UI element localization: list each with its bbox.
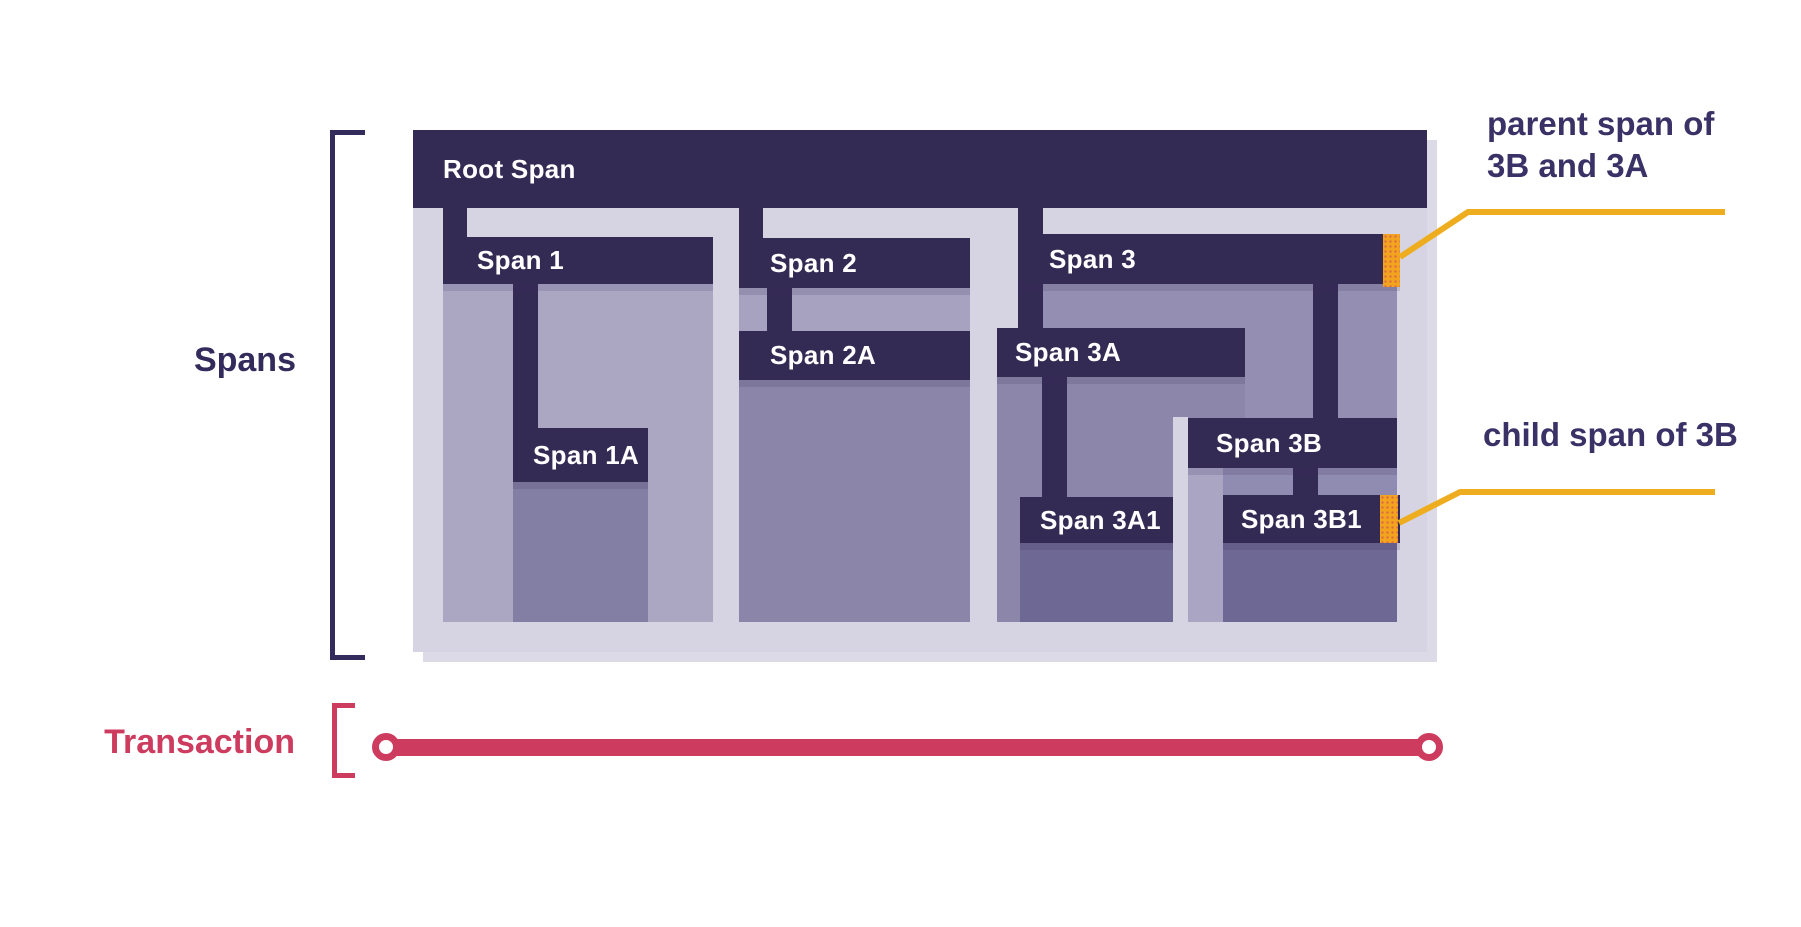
span2-bar: Span 2 [739,238,970,288]
transaction-start-dot [372,733,400,761]
span3a-bar: Span 3A [997,328,1245,377]
span3-bar: Span 3 [1018,234,1400,284]
spans-bracket [330,130,335,660]
connector-root-to-span2 [739,208,763,239]
spans-bracket-top-arm [330,130,365,135]
parent-span-annotation-line2: 3B and 3A [1487,147,1649,184]
span2-label: Span 2 [770,247,858,278]
span1-bar: Span 1 [443,237,713,284]
span2a-bar: Span 2A [739,331,970,380]
root-span-label: Root Span [443,153,576,184]
span3-subtree-gap [1173,417,1188,622]
connector-span3-to-span3b [1313,283,1338,419]
root-span-bar: Root Span [413,130,1427,208]
transaction-section-label: Transaction [104,723,295,761]
span3-label: Span 3 [1049,243,1137,274]
connector-span3-to-span3a [1018,283,1043,329]
span1-label: Span 1 [477,245,565,275]
connector-root-to-span1 [443,208,467,238]
parent-span-annotation-line1: parent span of [1487,105,1715,142]
span1a-bar: Span 1A [513,428,648,482]
parent-span-annotation: parent span of 3B and 3A [1487,103,1714,187]
transaction-end-dot [1415,733,1443,761]
span3b1-duration-fill [1223,543,1397,622]
child-span-marker [1380,495,1398,543]
span1a-duration-fill [513,482,648,622]
span3a1-bar: Span 3A1 [1020,497,1173,543]
connector-root-to-span3 [1018,208,1043,235]
span2a-label: Span 2A [770,340,877,370]
span3a-label: Span 3A [1015,337,1122,367]
parent-annotation-leader-line [1398,209,1725,260]
connector-span3b-to-span3b1 [1293,468,1318,496]
span3b1-label: Span 3B1 [1241,503,1362,534]
transaction-bracket-bottom-arm [332,773,355,778]
transaction-bracket-top-arm [332,703,355,708]
span2a-duration-fill [739,380,970,622]
connector-span2-to-span2a [767,287,792,332]
span3b-duration-fill-left [1188,468,1223,622]
span3b-bar: Span 3B [1188,418,1397,468]
transaction-timeline [386,739,1429,756]
child-span-annotation: child span of 3B [1483,416,1738,453]
span3a1-label: Span 3A1 [1040,504,1161,535]
child-annotation-leader-line [1397,489,1715,526]
span3b-label: Span 3B [1216,427,1323,458]
connector-span1-to-span1a [513,283,538,429]
spans-bracket-bottom-arm [330,655,365,660]
span3b1-bar: Span 3B1 [1223,495,1400,543]
span1a-label: Span 1A [533,439,640,470]
span3a1-duration-fill [1020,543,1173,622]
spans-section-label: Spans [193,341,296,379]
transaction-bracket [332,703,337,778]
connector-span3a-to-span3a1 [1042,377,1067,498]
parent-span-marker [1383,234,1400,287]
